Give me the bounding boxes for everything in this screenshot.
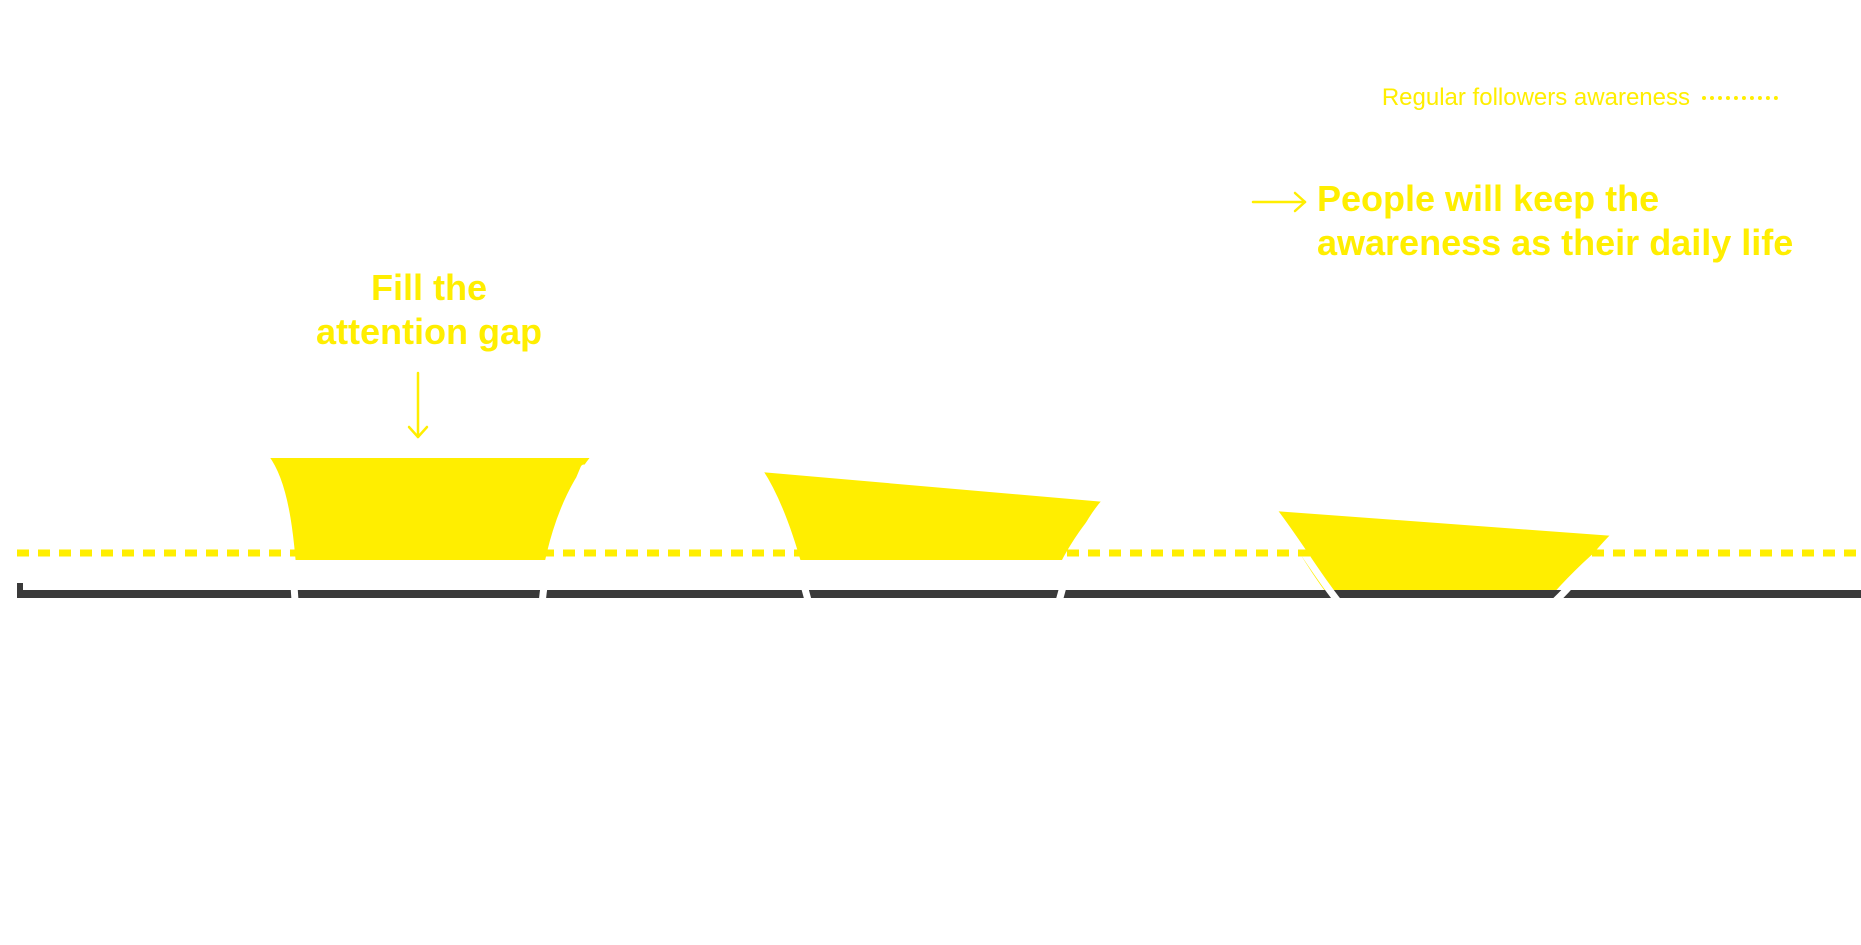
attention-dip-lines (262, 454, 1861, 619)
attention-gap-heading: Fill the attention gap (316, 267, 542, 352)
arrow-down-icon (407, 371, 429, 439)
gap-fill-3 (1274, 511, 1614, 595)
legend-label: Regular followers awareness (1381, 84, 1690, 111)
baseline-start-cap (17, 583, 23, 598)
baseline-bar (17, 590, 1861, 598)
legend-dotted-line (1702, 96, 1778, 100)
dip-line-3 (1270, 507, 1618, 614)
gap-fill-1 (266, 458, 594, 560)
daily-life-heading: People will keep the awareness as their … (1317, 178, 1794, 263)
gap-fill-2 (760, 472, 1105, 560)
arrow-right-icon (1251, 191, 1307, 213)
awareness-baseline (17, 583, 1861, 598)
legend: Regular followers awareness (1382, 84, 1778, 112)
dip-line-1 (262, 454, 598, 619)
